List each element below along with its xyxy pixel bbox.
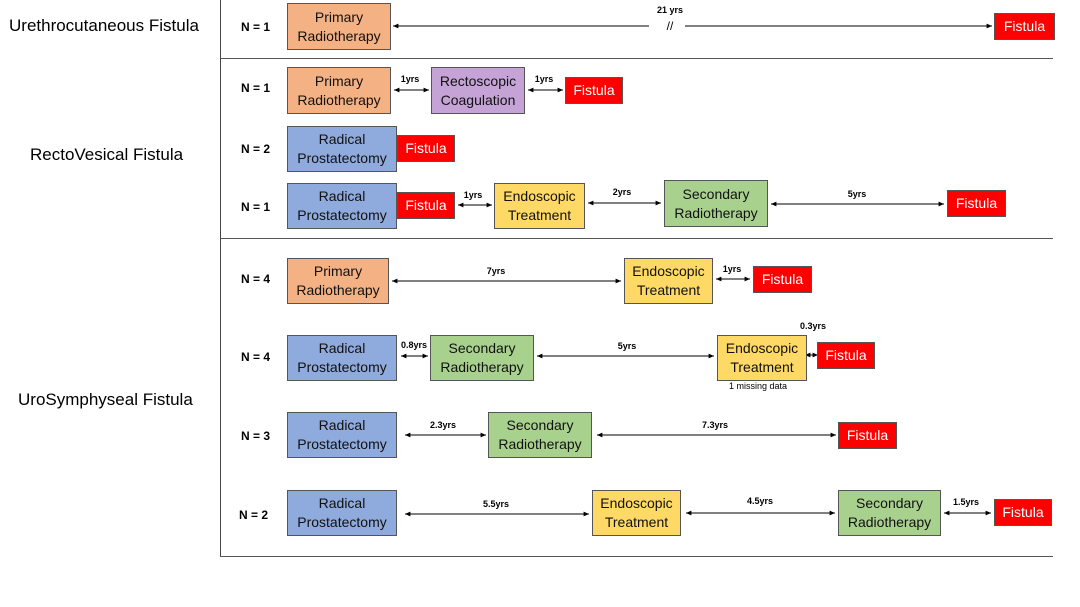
row4-interval-2: 1yrs	[722, 264, 742, 274]
row4-primary-radiotherapy: Primary Radiotherapy	[287, 258, 389, 304]
row3-n: N = 1	[241, 200, 271, 214]
row1-rectoscopic-coagulation: Rectoscopic Coagulation	[431, 67, 525, 114]
row2-n: N = 2	[241, 142, 271, 156]
row6-interval-2: 7.3yrs	[701, 420, 729, 430]
row3-secondary-radiotherapy: Secondary Radiotherapy	[664, 180, 768, 227]
row4-interval-1: 7yrs	[486, 266, 506, 276]
row5-secondary-radiotherapy: Secondary Radiotherapy	[430, 335, 534, 381]
section-divider-1	[220, 58, 1053, 59]
row5-interval-2: 5yrs	[617, 341, 637, 351]
vertical-divider	[220, 0, 221, 557]
row7-radical-prostatectomy: Radical Prostatectomy	[287, 490, 397, 536]
row2-radical-prostatectomy: Radical Prostatectomy	[287, 126, 397, 172]
row5-interval-3: 0.3yrs	[799, 321, 827, 331]
row7-endoscopic-treatment: Endoscopic Treatment	[592, 490, 681, 536]
row0-primary-radiotherapy: Primary Radiotherapy	[287, 3, 391, 50]
row7-n: N = 2	[239, 508, 269, 522]
row6-secondary-radiotherapy: Secondary Radiotherapy	[488, 412, 592, 458]
row0-break-mark: //	[666, 19, 674, 33]
row5-n: N = 4	[241, 350, 271, 364]
row3-interval-3: 5yrs	[847, 189, 867, 199]
row3-fistula-1: Fistula	[397, 192, 455, 219]
row1-primary-radiotherapy: Primary Radiotherapy	[287, 67, 391, 114]
row2-fistula: Fistula	[397, 135, 455, 162]
row7-interval-3: 1.5yrs	[952, 497, 980, 507]
row1-fistula: Fistula	[565, 77, 623, 104]
section-divider-2	[220, 238, 1053, 239]
category-urosymphyseal: UroSymphyseal Fistula	[18, 390, 193, 409]
row0-fistula: Fistula	[994, 13, 1055, 40]
row7-interval-1: 5.5yrs	[482, 499, 510, 509]
row7-secondary-radiotherapy: Secondary Radiotherapy	[838, 490, 941, 536]
row5-radical-prostatectomy: Radical Prostatectomy	[287, 335, 397, 381]
row0-n: N = 1	[241, 20, 271, 34]
row6-radical-prostatectomy: Radical Prostatectomy	[287, 412, 397, 458]
row7-interval-2: 4.5yrs	[746, 496, 774, 506]
row6-fistula: Fistula	[838, 422, 897, 449]
row1-interval-2: 1yrs	[534, 74, 554, 84]
section-divider-3	[220, 556, 1053, 557]
row3-fistula-2: Fistula	[947, 190, 1006, 217]
row7-fistula: Fistula	[994, 499, 1052, 526]
row1-n: N = 1	[241, 81, 271, 95]
row4-endoscopic-treatment: Endoscopic Treatment	[624, 258, 713, 304]
row5-fistula: Fistula	[817, 342, 875, 369]
row5-missing-data-note: 1 missing data	[729, 381, 788, 391]
row1-interval-1: 1yrs	[400, 74, 420, 84]
row3-endoscopic-treatment: Endoscopic Treatment	[494, 183, 585, 229]
row6-interval-1: 2.3yrs	[429, 420, 457, 430]
row3-interval-2: 2yrs	[612, 187, 632, 197]
row5-endoscopic-treatment: Endoscopic Treatment	[717, 335, 807, 381]
row4-n: N = 4	[241, 272, 271, 286]
row0-interval-1: 21 yrs	[656, 5, 684, 15]
row5-interval-1: 0.8yrs	[400, 340, 428, 350]
category-urethrocutaneous: Urethrocutaneous Fistula	[9, 16, 199, 35]
row3-interval-1: 1yrs	[463, 190, 483, 200]
category-rectovesical: RectoVesical Fistula	[30, 145, 184, 164]
row6-n: N = 3	[241, 429, 271, 443]
row3-radical-prostatectomy: Radical Prostatectomy	[287, 183, 397, 229]
row4-fistula: Fistula	[753, 266, 812, 293]
